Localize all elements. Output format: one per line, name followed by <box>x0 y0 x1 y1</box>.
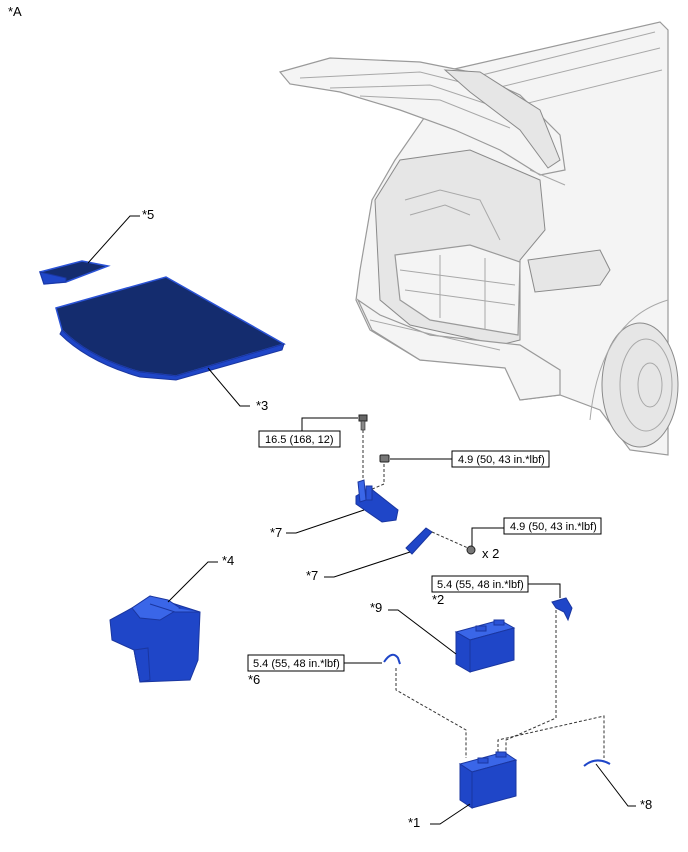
part-3-deck-board <box>55 276 286 381</box>
callout-1: *1 <box>408 815 420 830</box>
dashed-link-clamp <box>431 531 469 549</box>
leader-4 <box>167 561 218 603</box>
callout-7b: *7 <box>306 568 318 583</box>
figure-label: *A <box>8 4 22 19</box>
part-1-battery <box>458 751 518 809</box>
leader-5 <box>87 215 140 264</box>
leader-3 <box>207 367 250 407</box>
dashed-link-cable <box>497 715 605 758</box>
bolt-icon <box>358 414 368 431</box>
callout-9: *9 <box>370 600 382 615</box>
callout-6: *6 <box>248 672 260 687</box>
quantity-note: x 2 <box>482 546 499 561</box>
leader-torque-4 <box>528 583 561 598</box>
torque-value-5: 5.4 (55, 48 in.*lbf) <box>253 658 340 670</box>
vehicle-illustration <box>278 21 679 456</box>
torque-value-1: 16.5 (168, 12) <box>265 434 334 446</box>
part-7-battery-clamp-upper <box>355 479 399 523</box>
callout-3: *3 <box>256 398 268 413</box>
torque-box-3 <box>503 517 602 535</box>
part-5-deck-board-small <box>39 260 111 285</box>
callout-7a: *7 <box>270 525 282 540</box>
leader-7b <box>324 551 411 578</box>
callout-2: *2 <box>432 592 444 607</box>
torque-box-1 <box>258 430 341 448</box>
leader-torque-3 <box>471 527 504 546</box>
torque-value-3: 4.9 (50, 43 in.*lbf) <box>510 521 597 533</box>
torque-box-2 <box>451 450 550 468</box>
leader-9 <box>388 609 457 655</box>
callout-8: *8 <box>640 797 652 812</box>
leader-8 <box>595 763 636 807</box>
dashed-link-nut <box>369 464 385 491</box>
part-2-battery-bracket <box>551 597 573 622</box>
part-4-battery-tray <box>109 595 201 683</box>
leader-torque-1 <box>301 417 358 432</box>
callout-5: *5 <box>142 207 154 222</box>
torque-value-2: 4.9 (50, 43 in.*lbf) <box>458 454 545 466</box>
part-8-clamp <box>583 759 611 767</box>
torque-value-4: 5.4 (55, 48 in.*lbf) <box>437 579 524 591</box>
nut-icon <box>379 454 390 463</box>
leader-1 <box>430 803 471 825</box>
part-7-battery-clamp-lower <box>405 527 433 555</box>
part-9-battery <box>454 619 516 673</box>
dashed-link-hook <box>395 668 467 758</box>
callout-4: *4 <box>222 553 234 568</box>
leader-7a <box>286 509 365 534</box>
nut-icon-lower <box>466 545 476 555</box>
part-6-hold-down-hook <box>383 653 401 665</box>
dashed-link-bracket <box>505 610 557 752</box>
